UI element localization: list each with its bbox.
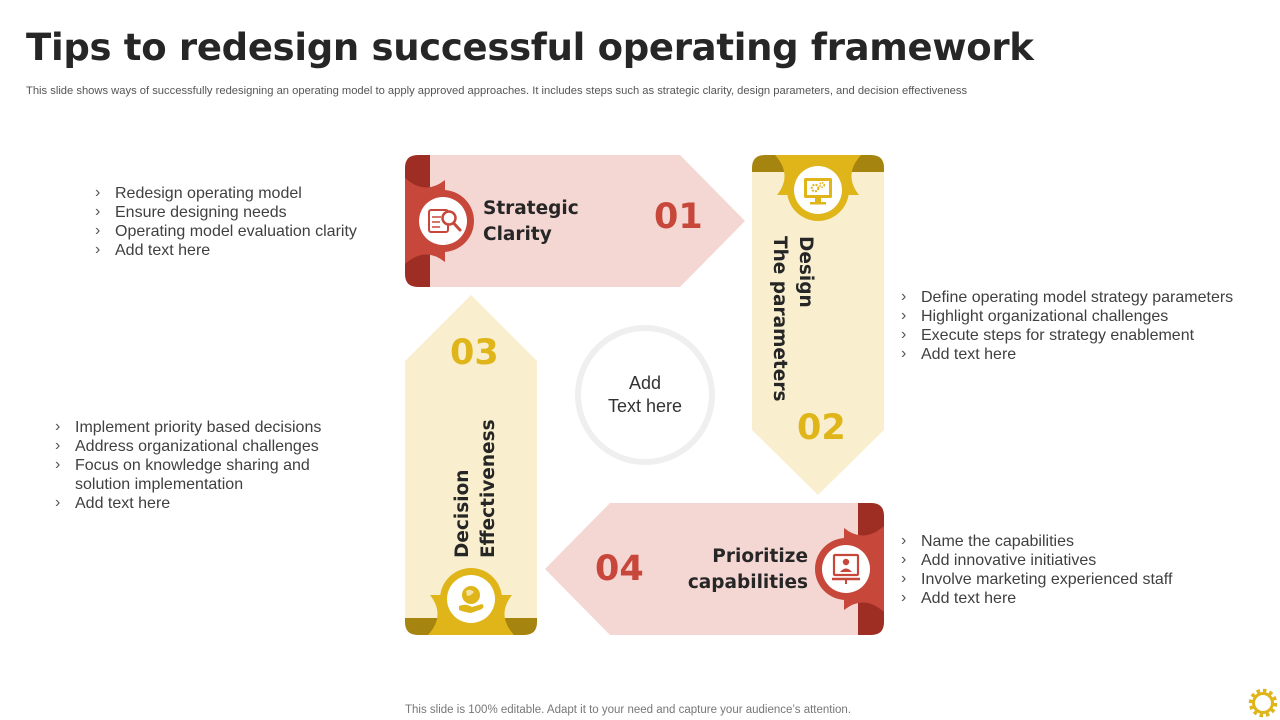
list-item: Add text here <box>55 493 345 513</box>
step-03-number: 03 <box>450 333 499 373</box>
step-01-number: 01 <box>654 197 703 237</box>
step-02-label: Design The parameters <box>769 236 816 402</box>
list-item: Redesign operating model <box>95 183 395 203</box>
step-04-label: Prioritize capabilities <box>687 546 808 593</box>
list-item: Highlight organizational challenges <box>901 306 1261 326</box>
list-item: Add text here <box>901 588 1241 608</box>
list-item: Add text here <box>901 344 1261 364</box>
monitor-gear-icon <box>804 178 832 205</box>
list-item: Ensure designing needs <box>95 202 395 222</box>
list-item: Implement priority based decisions <box>55 417 345 437</box>
page-subtitle: This slide shows ways of successfully re… <box>26 85 968 97</box>
step-04-shape <box>545 503 884 635</box>
list-item: Focus on knowledge sharing and solution … <box>55 455 345 494</box>
gear-icon <box>1248 688 1278 718</box>
center-text: Add Text here <box>607 373 683 416</box>
magnifier-document-icon <box>428 209 462 233</box>
step-03-label: Decision Effectiveness <box>452 419 499 558</box>
step-04-number: 04 <box>595 549 644 589</box>
step-02-number: 02 <box>797 408 846 448</box>
list-item: Add text here <box>95 240 395 260</box>
list-item: Operating model evaluation clarity <box>95 221 395 241</box>
footer-note: This slide is 100% editable. Adapt it to… <box>405 704 852 716</box>
list-item: Address organizational challenges <box>55 436 345 456</box>
list-item: Add innovative initiatives <box>901 550 1241 570</box>
presentation-board-icon <box>832 553 860 584</box>
list-item: Involve marketing experienced staff <box>901 569 1241 589</box>
page-title: Tips to redesign successful operating fr… <box>26 26 1034 69</box>
step-03-shape <box>405 295 537 635</box>
list-item: Define operating model strategy paramete… <box>901 287 1261 307</box>
step-02-shape <box>752 155 884 495</box>
step-01-shape <box>405 155 745 287</box>
step-03-bullets: Implement priority based decisions Addre… <box>55 417 345 513</box>
step-02-bullets: Define operating model strategy paramete… <box>901 287 1261 364</box>
step-01-bullets: Redesign operating model Ensure designin… <box>95 183 395 260</box>
globe-hand-icon <box>459 586 484 613</box>
step-04-bullets: Name the capabilities Add innovative ini… <box>901 531 1241 608</box>
center-circle <box>575 325 715 465</box>
list-item: Execute steps for strategy enablement <box>901 325 1261 345</box>
list-item: Name the capabilities <box>901 531 1241 551</box>
step-01-label: Strategic Clarity <box>483 198 579 245</box>
